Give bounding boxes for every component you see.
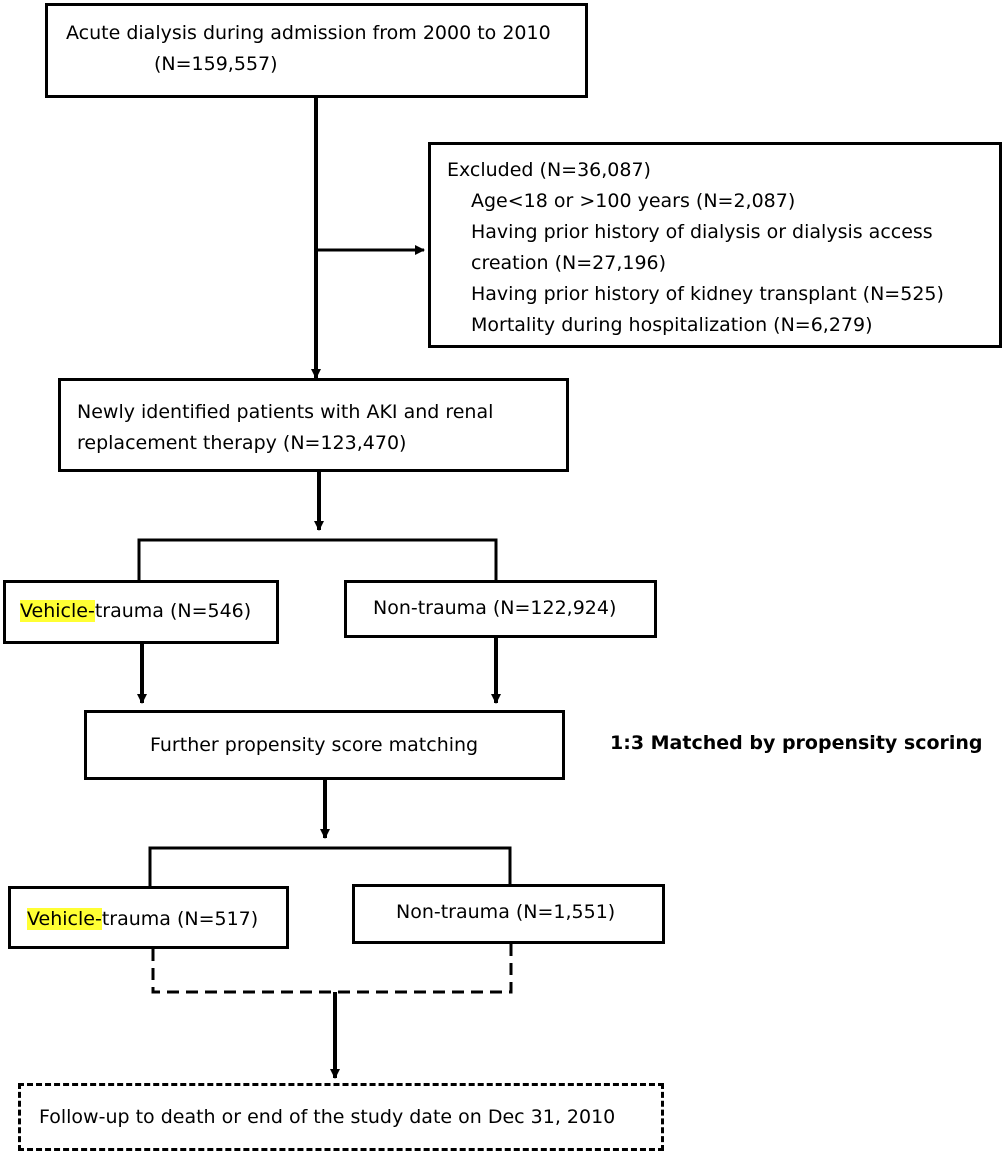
vehicle-trauma-box-2: Vehicle-trauma (N=517) [8, 886, 289, 949]
vehicle-trauma-count-2: trauma (N=517) [101, 908, 259, 930]
split-bracket-1 [137, 538, 498, 580]
start-box-line-1: Acute dialysis during admission from 200… [66, 22, 551, 44]
excluded-item-age: Age<18 or >100 years (N=2,087) [471, 190, 796, 212]
matching-box: Further propensity score matching [84, 710, 565, 780]
newly-identified-line-1: Newly identified patients with AKI and r… [77, 401, 494, 423]
excluded-item-prior-dialysis: Having prior history of dialysis or dial… [471, 221, 933, 243]
matching-label: Further propensity score matching [150, 734, 479, 756]
followup-label: Follow-up to death or end of the study d… [39, 1106, 616, 1128]
excluded-box: Excluded (N=36,087) Age<18 or >100 years… [428, 142, 1002, 348]
excluded-item-mortality: Mortality during hospitalization (N=6,27… [471, 314, 873, 336]
non-trauma-box-1: Non-trauma (N=122,924) [344, 580, 657, 638]
non-trauma-box-2: Non-trauma (N=1,551) [352, 884, 665, 944]
newly-identified-line-2: replacement therapy (N=123,470) [77, 432, 407, 454]
merge-bracket-dashed [151, 944, 513, 994]
vehicle-highlight-1: Vehicle- [20, 600, 95, 622]
start-box-line-2: (N=159,557) [154, 53, 278, 75]
start-box: Acute dialysis during admission from 200… [45, 3, 588, 98]
vehicle-highlight-2: Vehicle- [27, 908, 102, 930]
vehicle-trauma-label-2: Vehicle-trauma (N=517) [27, 904, 286, 935]
excluded-item-prior-dialysis-cont: creation (N=27,196) [471, 252, 667, 274]
matching-ratio-note: 1:3 Matched by propensity scoring [610, 732, 983, 754]
non-trauma-label-2: Non-trauma (N=1,551) [396, 901, 616, 923]
non-trauma-label-1: Non-trauma (N=122,924) [373, 597, 617, 619]
vehicle-trauma-label-1: Vehicle-trauma (N=546) [20, 596, 276, 627]
excluded-title: Excluded (N=36,087) [447, 159, 651, 181]
vehicle-trauma-box-1: Vehicle-trauma (N=546) [3, 580, 279, 644]
newly-identified-box: Newly identified patients with AKI and r… [58, 378, 569, 472]
split-bracket-2 [148, 846, 512, 886]
excluded-item-kidney-transplant: Having prior history of kidney transplan… [471, 283, 944, 305]
vehicle-trauma-count-1: trauma (N=546) [94, 600, 252, 622]
followup-box: Follow-up to death or end of the study d… [18, 1083, 664, 1151]
